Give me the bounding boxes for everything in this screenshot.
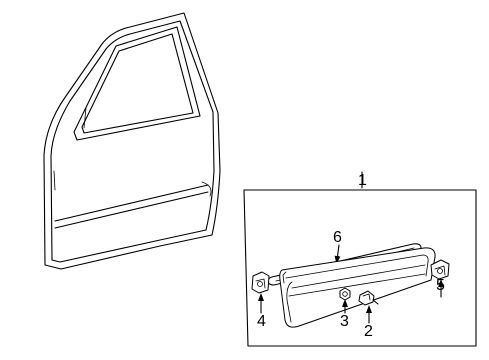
moulding-assembly-box: 1 bbox=[243, 171, 477, 347]
callout-3: 3 bbox=[340, 313, 349, 330]
callout-4: 4 bbox=[257, 313, 266, 330]
callout-5: 5 bbox=[436, 277, 445, 294]
right-clip: 5 bbox=[430, 259, 450, 298]
front-door-shell bbox=[43, 12, 221, 270]
callout-1: 1 bbox=[358, 172, 367, 189]
callout-2: 2 bbox=[364, 323, 373, 340]
left-clip: 4 bbox=[251, 271, 270, 330]
door-side-moulding bbox=[279, 247, 436, 328]
callout-6-leader bbox=[334, 244, 341, 264]
bolt: 2 bbox=[358, 290, 379, 340]
callout-6: 6 bbox=[333, 229, 342, 246]
nut: 3 bbox=[339, 287, 351, 330]
